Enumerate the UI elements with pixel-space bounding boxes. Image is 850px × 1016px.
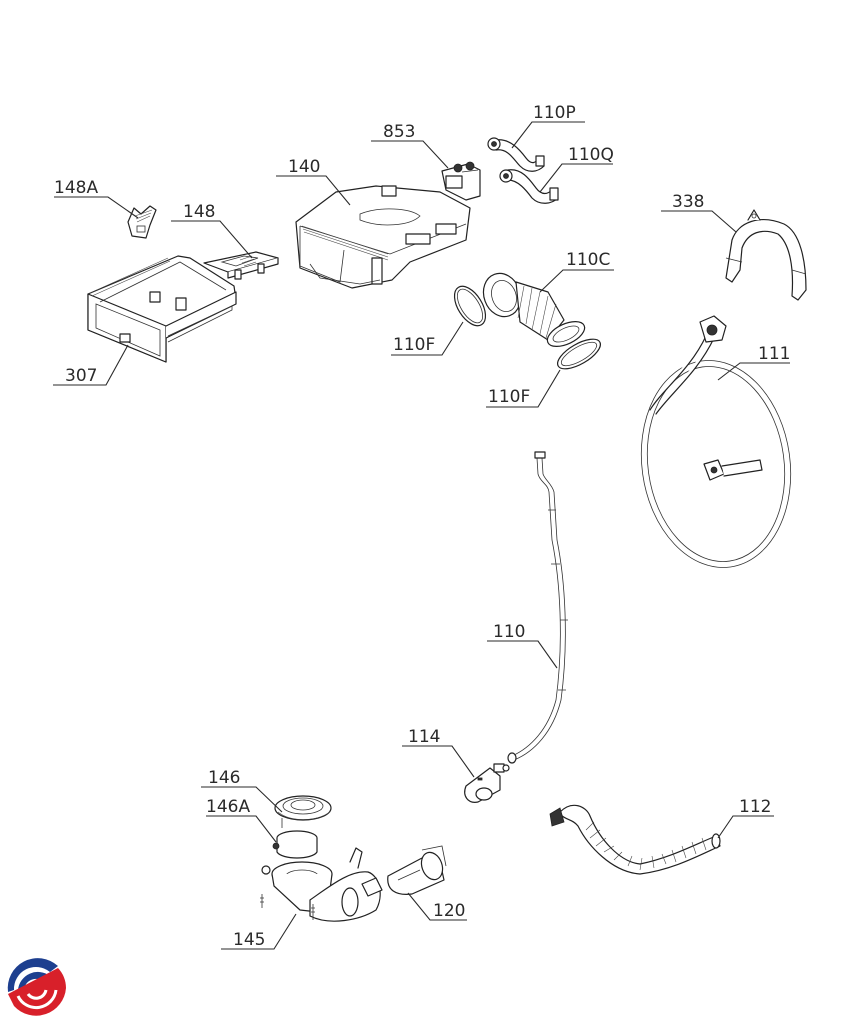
label-120[interactable]: 120 (433, 901, 465, 921)
leader-145 (221, 913, 297, 950)
leader-307 (53, 344, 129, 386)
part-110C[interactable] (478, 268, 589, 351)
label-148[interactable]: 148 (183, 202, 215, 222)
leader-140 (276, 175, 351, 206)
part-145[interactable] (260, 847, 383, 922)
leader-111 (717, 362, 790, 381)
part-338[interactable] (725, 209, 807, 301)
part-853[interactable] (441, 161, 481, 201)
label-110F-1[interactable]: 110F (393, 335, 435, 355)
leader-110C (539, 269, 614, 293)
leader-146A (206, 815, 277, 843)
part-146[interactable] (274, 795, 332, 828)
label-110Q[interactable]: 110Q (568, 145, 614, 165)
leader-853 (371, 140, 449, 169)
leader-110P (511, 121, 585, 149)
leader-110Q (539, 163, 613, 193)
leader-148 (171, 220, 253, 259)
leader-110F-2 (486, 369, 561, 408)
leader-110 (487, 640, 558, 669)
label-114[interactable]: 114 (408, 727, 440, 747)
label-853[interactable]: 853 (383, 122, 415, 142)
leader-110F-1 (391, 321, 464, 356)
leader-112 (717, 815, 774, 839)
label-307[interactable]: 307 (65, 366, 97, 386)
label-145[interactable]: 145 (233, 930, 265, 950)
part-110P[interactable] (487, 137, 545, 172)
label-110F-2[interactable]: 110F (488, 387, 530, 407)
leader-120 (407, 892, 467, 921)
label-140[interactable]: 140 (288, 157, 320, 177)
label-110[interactable]: 110 (493, 622, 525, 642)
leader-338 (661, 210, 737, 233)
label-111[interactable]: 111 (758, 344, 790, 364)
part-111[interactable] (628, 315, 804, 577)
label-110P[interactable]: 110P (533, 103, 576, 123)
label-112[interactable]: 112 (739, 797, 771, 817)
label-146A[interactable]: 146A (206, 797, 250, 817)
part-110Q[interactable] (499, 169, 559, 204)
part-146A[interactable] (272, 830, 318, 859)
label-146[interactable]: 146 (208, 768, 240, 788)
part-307[interactable] (87, 255, 237, 363)
leader-148A (54, 196, 139, 219)
brand-logo (7, 958, 66, 1016)
part-120[interactable] (387, 845, 447, 895)
part-110[interactable] (507, 451, 568, 764)
part-148A[interactable] (127, 205, 157, 239)
label-338[interactable]: 338 (672, 192, 704, 212)
label-148A[interactable]: 148A (54, 178, 98, 198)
part-114[interactable] (464, 763, 510, 803)
part-110F-1[interactable] (448, 281, 492, 331)
leader-114 (402, 745, 475, 778)
part-112[interactable] (549, 804, 721, 875)
part-148[interactable] (203, 251, 279, 280)
part-140[interactable] (295, 185, 471, 289)
part-110F-2[interactable] (553, 333, 605, 374)
leader-146 (201, 786, 283, 813)
label-110C[interactable]: 110C (566, 250, 610, 270)
